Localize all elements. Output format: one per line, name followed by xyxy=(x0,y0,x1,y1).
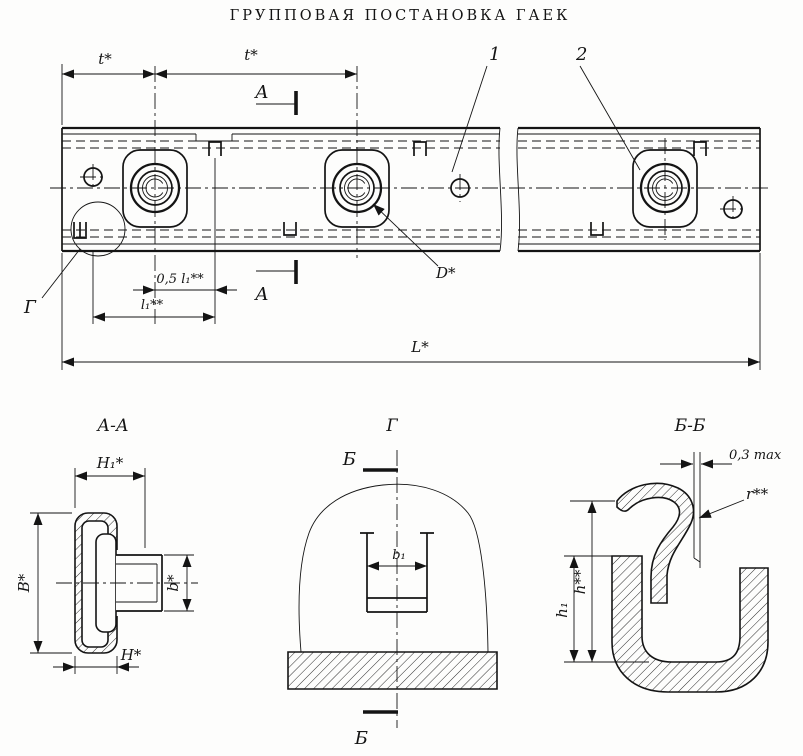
detail-letter-label: Г xyxy=(23,297,37,318)
detail-g-title: Г xyxy=(385,416,398,436)
section-bb-title: Б-Б xyxy=(674,416,706,436)
dim-b-label: b* xyxy=(164,574,182,592)
dim-t-left-label: t* xyxy=(98,50,112,68)
rivet-hole-1 xyxy=(80,164,106,190)
dim-gap-label: 0,3 max xyxy=(729,448,782,463)
ext-lines-L xyxy=(61,253,761,370)
dim-H1-label: Н₁* xyxy=(96,454,124,472)
nut-barrel xyxy=(116,554,163,612)
drawing-title: ГРУППОВАЯ ПОСТАНОВКА ГАЕК xyxy=(230,8,571,24)
thread-arc xyxy=(655,178,674,198)
section-a-mark-bottom: А xyxy=(253,260,298,305)
rail-break-right xyxy=(516,127,520,252)
section-bb-view: Б-Б 0,3 max r** h** h₁ xyxy=(553,416,782,693)
thread-arc xyxy=(347,178,366,198)
clip-bottom-2 xyxy=(590,222,604,236)
dim-l1-label: l₁** xyxy=(141,298,164,313)
dim-H-label: Н* xyxy=(120,646,142,664)
clip-top-2 xyxy=(413,141,427,156)
callout-1-leader xyxy=(451,65,488,173)
thread-arc xyxy=(145,178,164,198)
nut-1 xyxy=(122,66,188,324)
u-channel-section xyxy=(611,555,769,693)
spring-tongue-section xyxy=(616,482,695,604)
detail-leader xyxy=(41,248,81,299)
clip-top-3 xyxy=(693,141,707,156)
dim-r-label: r** xyxy=(746,485,769,503)
rivet-hole-3 xyxy=(720,196,746,222)
nut-3 xyxy=(632,138,698,240)
main-view: Г А А 1 2 t* t* 0,5 l₁** l₁ xyxy=(23,44,770,370)
dim-b1-label: b₁ xyxy=(392,548,406,563)
section-letter-a-top: А xyxy=(253,82,269,103)
clip-top-1 xyxy=(208,141,222,156)
dim-t-right-label: t* xyxy=(244,46,258,64)
dim-B-label: В* xyxy=(15,573,33,593)
dim-d-leader xyxy=(372,203,439,267)
callout-1-label: 1 xyxy=(489,44,500,65)
dim-d-label: D* xyxy=(435,264,456,282)
detail-boundary xyxy=(298,483,489,653)
section-a-mark-top: А xyxy=(253,82,298,115)
base-strip-section xyxy=(287,651,498,690)
clip-bottom-1 xyxy=(283,222,297,236)
dim-r-leader xyxy=(698,499,745,519)
stamped-bracket xyxy=(360,532,434,613)
dim-L-label: L* xyxy=(410,338,429,356)
section-letter-b-bottom: Б xyxy=(354,728,368,749)
dim-h1-label: h₁ xyxy=(553,602,571,618)
rail-break-left xyxy=(498,127,502,252)
detail-circle xyxy=(70,201,126,257)
section-aa-view: А-А Н₁* В* b* Н* xyxy=(15,416,198,674)
nut-2 xyxy=(324,66,390,258)
section-letter-a-bottom: А xyxy=(253,284,269,305)
dim-half-l1-label: 0,5 l₁** xyxy=(156,272,204,287)
section-letter-b-top: Б xyxy=(342,449,356,470)
gap-lines xyxy=(693,452,701,568)
callout-2-leader xyxy=(579,65,641,171)
detail-g-view: Г Б Б b₁ xyxy=(287,416,498,749)
section-aa-title: А-А xyxy=(96,416,129,436)
callout-2-label: 2 xyxy=(575,44,587,65)
rivet-hole-2 xyxy=(450,174,470,202)
sheared-lug xyxy=(73,222,87,239)
rail-top-notch xyxy=(195,134,233,142)
